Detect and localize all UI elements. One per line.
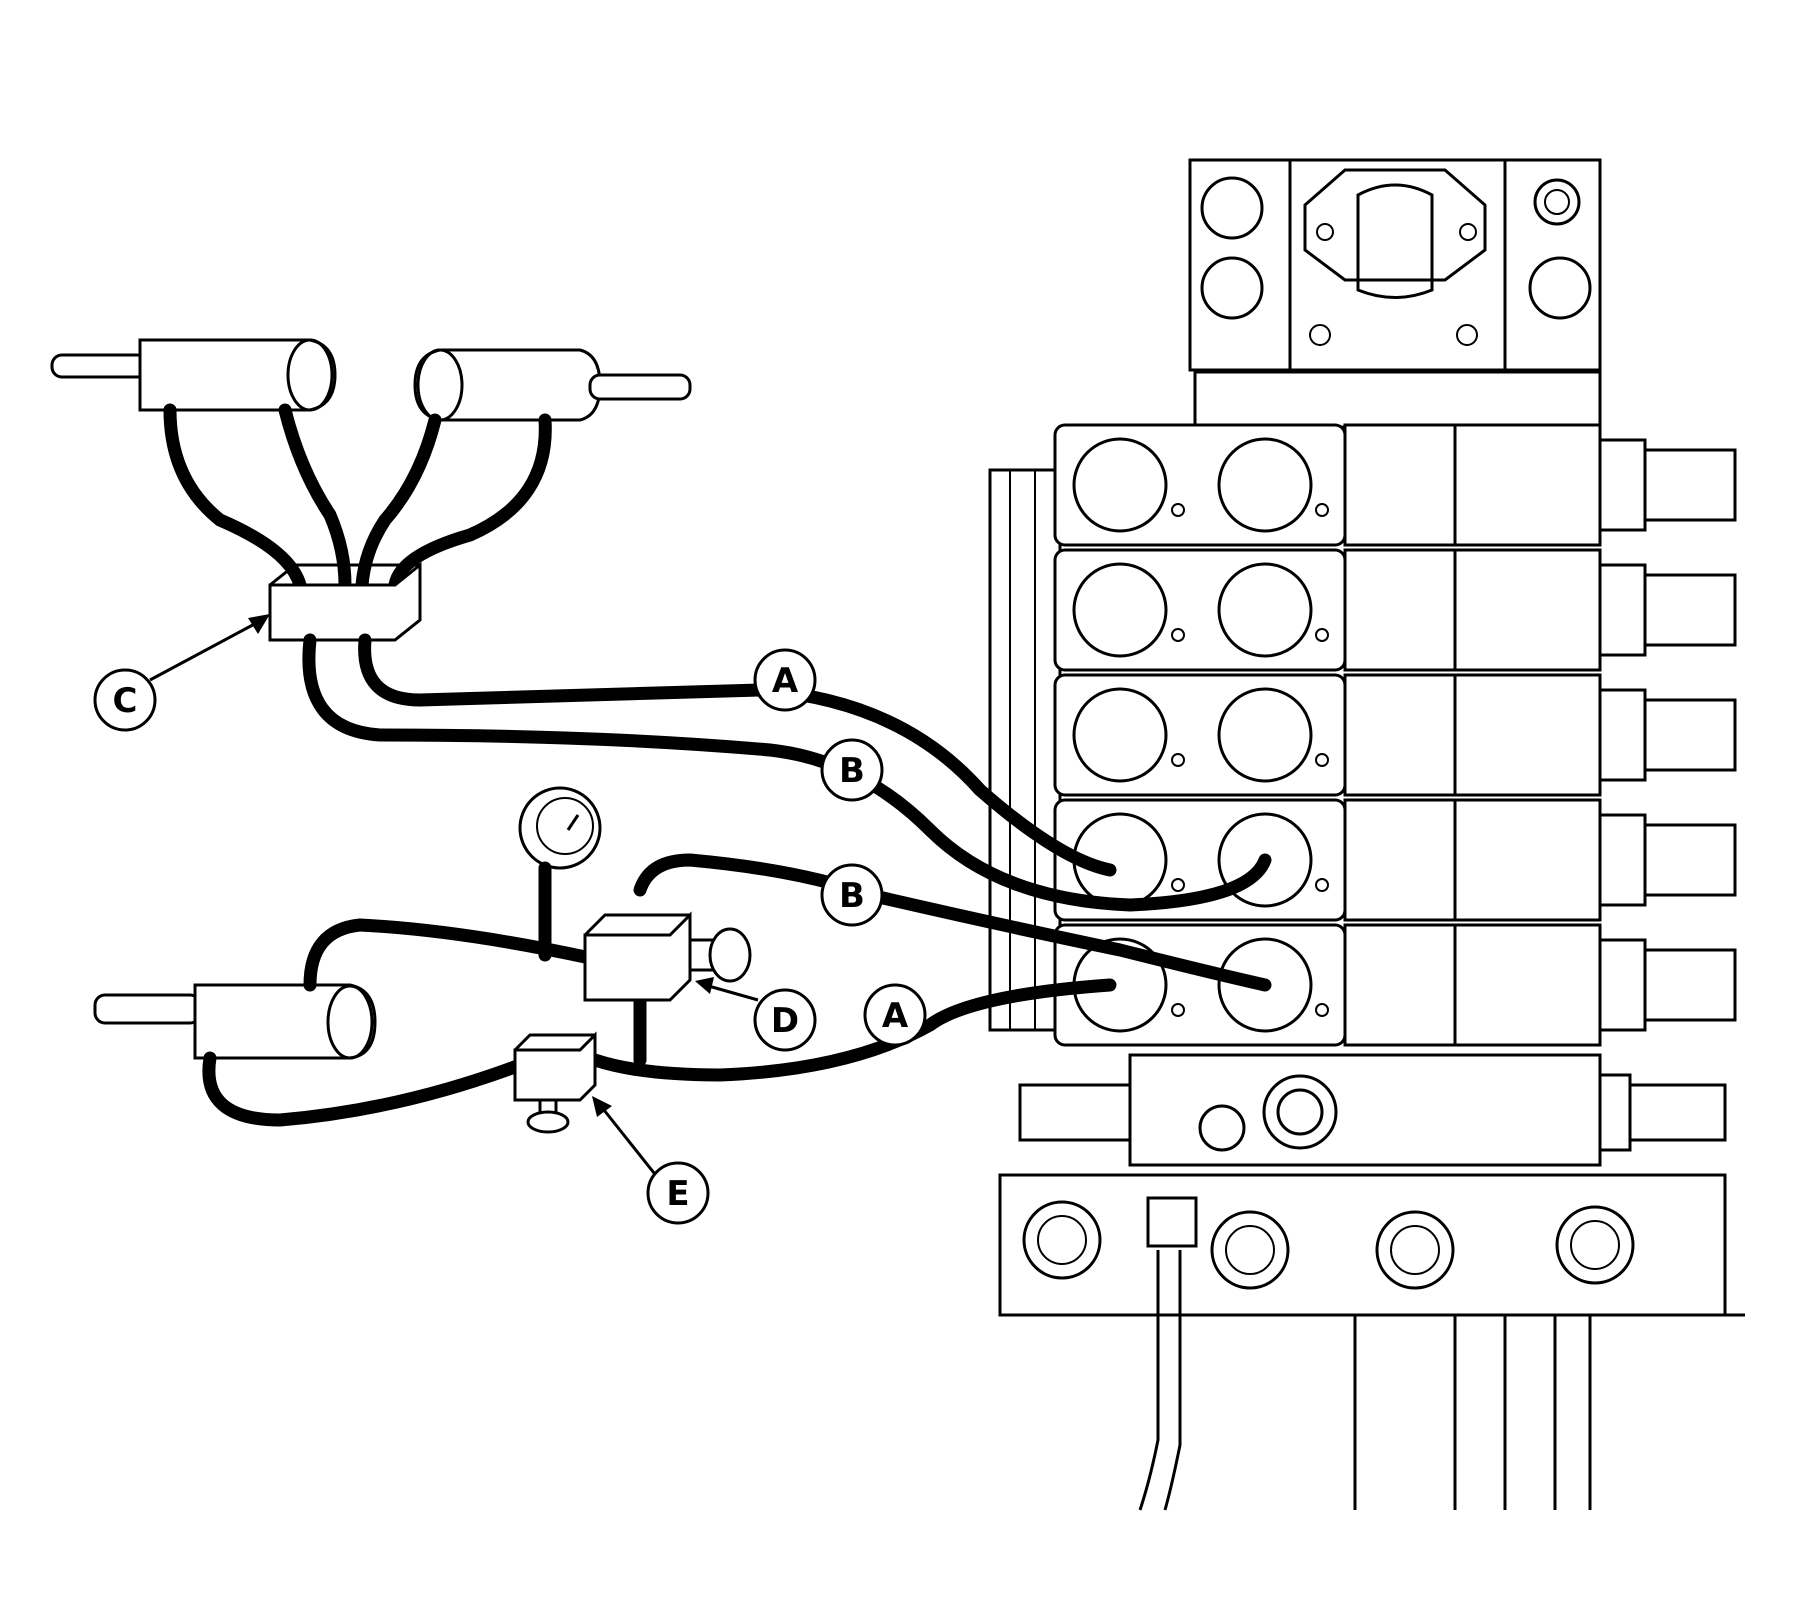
callout-a-lower: A [863,983,927,1047]
splitter-block [268,561,422,642]
valve-section-2 [1053,548,1737,672]
valve-section-3 [1053,673,1737,797]
control-valve-stack [988,158,1745,1511]
manifold-top-plate [1193,370,1602,429]
callout-b-upper-label: B [839,751,865,791]
upper-cylinder-hoses [163,403,552,592]
callout-c: C [93,668,157,732]
callout-d: D [753,988,817,1052]
callout-a-lower-label: A [882,996,909,1036]
callout-b-lower: B [820,863,884,927]
callout-a-upper: A [753,648,817,712]
leader-arrows [149,614,759,1179]
flow-restrictor-block [583,911,752,1002]
lower-hoses [202,918,647,1127]
valve-side-plates [988,468,1062,1032]
upper-cylinder-left [50,338,337,412]
lower-cylinder [93,983,377,1060]
valve-section-4 [1053,798,1737,922]
callout-b-upper: B [820,738,884,802]
mounting-bracket [1188,158,1602,372]
callout-b-lower-label: B [839,876,865,916]
shutoff-valve-block [513,1031,597,1134]
hose-a-lower [588,978,1117,1082]
callout-a-upper-label: A [772,661,799,701]
valve-section-5 [1053,923,1737,1047]
callout-d-label: D [771,1001,799,1041]
callout-e: E [646,1161,710,1225]
pressure-gauge [518,786,602,962]
callout-c-label: C [113,681,138,721]
relief-valve-block [1018,1053,1727,1167]
base-manifold [998,1173,1745,1317]
valve-section-1 [1053,423,1737,547]
callout-e-label: E [666,1174,689,1214]
lower-frame [1138,1250,1592,1511]
upper-cylinder-right [413,348,692,422]
hose-b-lower [633,853,1272,992]
